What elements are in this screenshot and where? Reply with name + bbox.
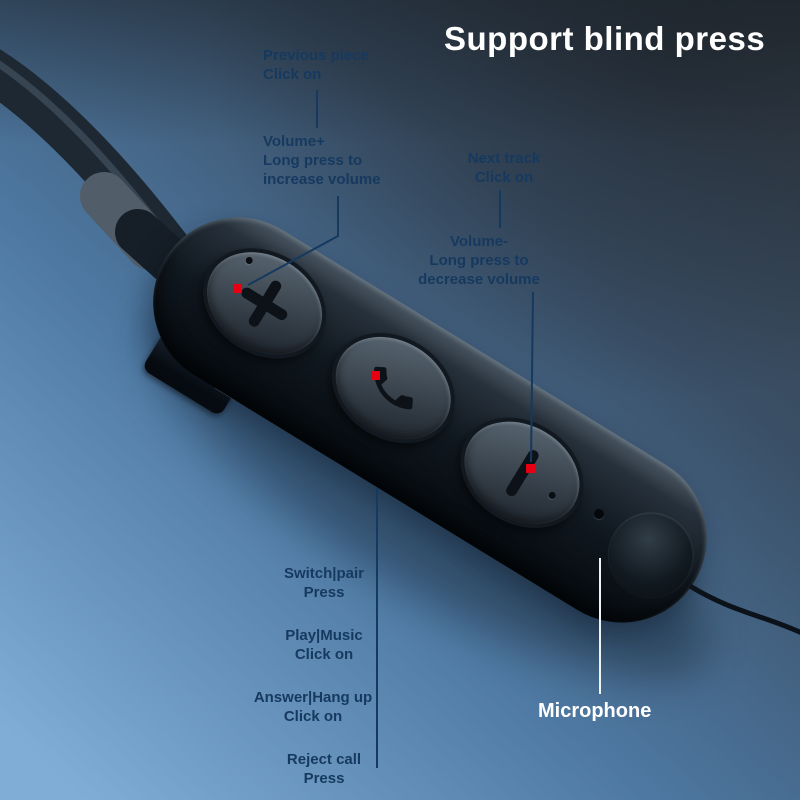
button-dot [547, 490, 557, 501]
button-dot [244, 255, 254, 266]
press-point-call [371, 371, 380, 380]
plus-icon [246, 278, 283, 329]
phone-icon [374, 366, 413, 410]
label-volume-minus: Volume- Long press to decrease volume [418, 233, 540, 289]
label-volume-plus: Volume+ Long press to increase volume [263, 133, 381, 189]
cable-highlight [0, 60, 160, 226]
cable-grommet [591, 496, 710, 615]
label-answer-hangup: Answer|Hang up Click on [253, 689, 373, 726]
label-previous-piece: Previous piece Click on [263, 47, 369, 84]
press-point-volume-down [526, 464, 535, 473]
label-next-track: Next track Click on [467, 150, 541, 187]
label-play-music: Play|Music Click on [285, 627, 363, 664]
label-microphone: Microphone [538, 700, 652, 722]
neckband-cable [0, 49, 194, 274]
label-switch-pair: Switch|pair Press [283, 565, 365, 602]
volume-down-button [439, 395, 605, 551]
microphone-hole [594, 509, 604, 519]
call-button [311, 310, 476, 466]
volume-up-button [182, 225, 347, 381]
thin-wire [688, 583, 800, 635]
inline-remote-device [121, 185, 739, 655]
cable-collar [80, 172, 174, 270]
press-point-volume-up [233, 284, 242, 293]
label-reject-call: Reject call Press [286, 751, 362, 788]
page-title: Support blind press [444, 20, 766, 57]
